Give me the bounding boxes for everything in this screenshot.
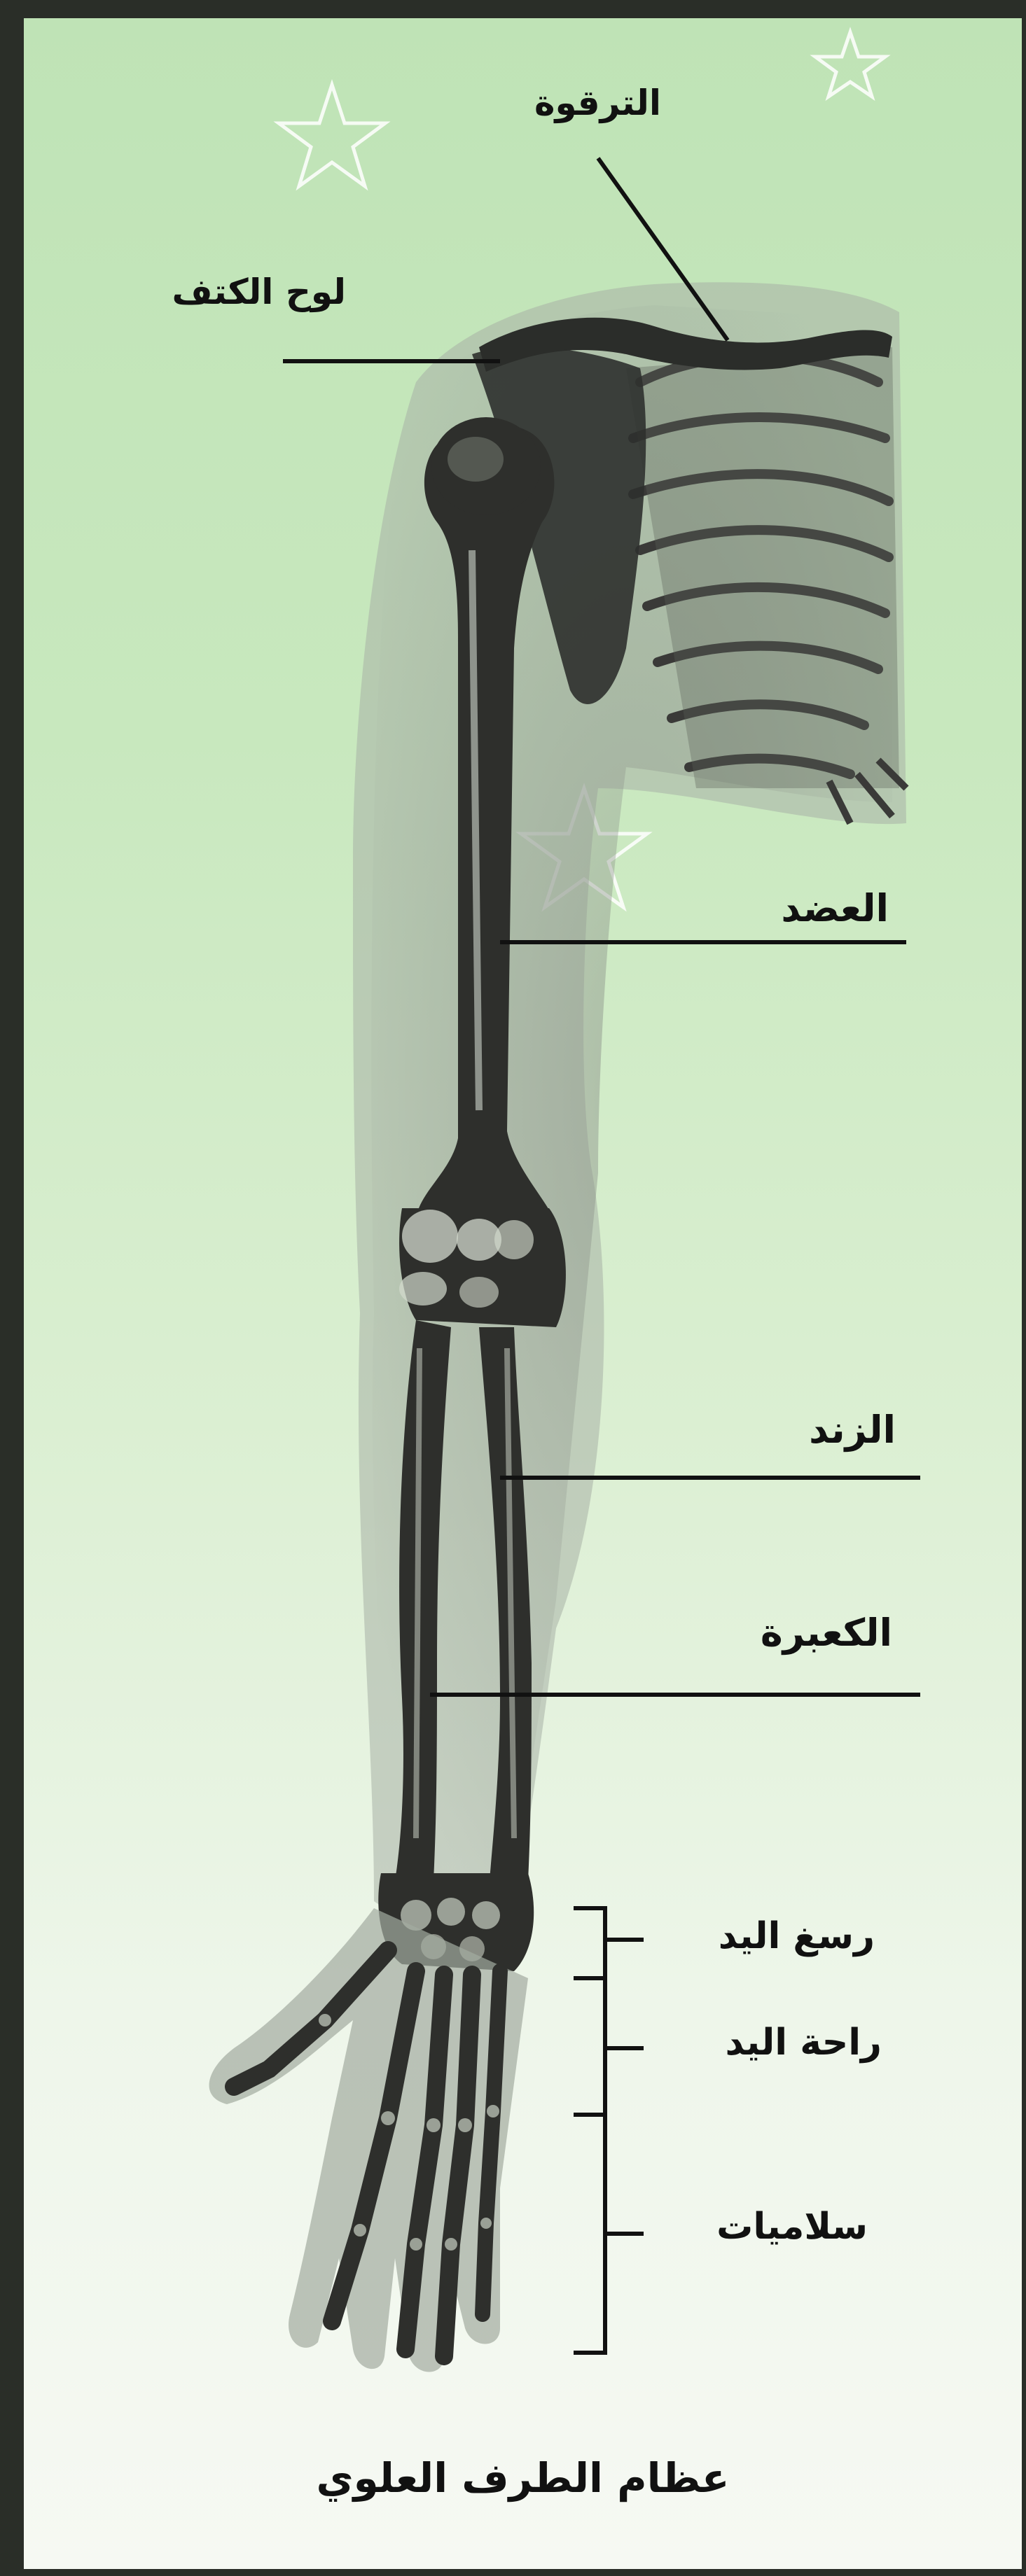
upper-limb-skeleton-illustration xyxy=(24,18,1026,2576)
humerus-label: العضد xyxy=(781,886,889,930)
elbow-joint xyxy=(399,1208,566,1327)
palm-label: راحة اليد xyxy=(726,2022,882,2064)
ulna-label: الزند xyxy=(809,1408,896,1452)
wrist-bracket xyxy=(574,1908,605,1978)
bone-group-brackets xyxy=(574,1908,644,2353)
radius-label: الكعبرة xyxy=(761,1611,892,1655)
scapula-label: لوح الكتف xyxy=(172,272,346,312)
phalanges-label: سلاميات xyxy=(716,2206,868,2248)
phalanges-bracket xyxy=(574,2115,605,2353)
wrist-label: رسغ اليد xyxy=(719,1915,875,1957)
clavicle-label: الترقوة xyxy=(534,83,661,123)
figure-caption: عظام الطرف العلوي xyxy=(24,2454,1022,2502)
palm-bracket xyxy=(574,1978,605,2115)
